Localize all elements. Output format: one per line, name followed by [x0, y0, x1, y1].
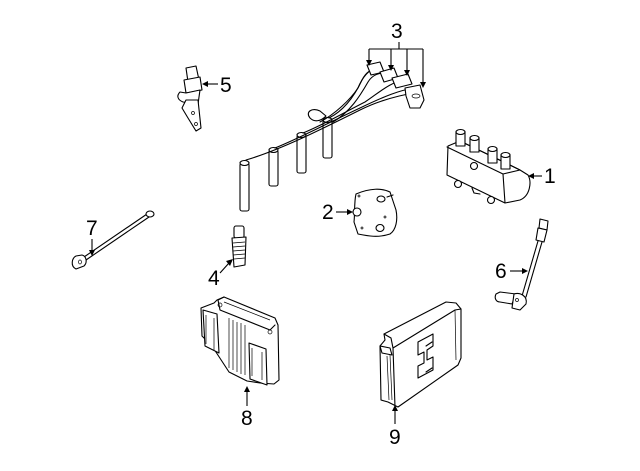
callout-number: 6 [495, 260, 507, 283]
callout-3[interactable]: 3 [366, 20, 426, 88]
callout-1[interactable]: 1 [528, 165, 556, 188]
part-spark-plug-wires[interactable] [239, 61, 425, 212]
wire-boot [268, 146, 279, 187]
callout-7[interactable]: 7 [86, 217, 98, 256]
coil-tower [500, 151, 511, 170]
callout-number: 1 [544, 165, 556, 188]
part-spark-plug[interactable] [231, 225, 247, 268]
coil-tower [469, 134, 480, 153]
callout-number: 9 [389, 426, 401, 449]
coil-tower [487, 145, 498, 164]
part-crank-sensor[interactable] [494, 218, 549, 311]
callout-9[interactable]: 9 [389, 405, 401, 449]
callout-4[interactable]: 4 [208, 259, 233, 290]
wire-boot [296, 131, 307, 174]
callout-2[interactable]: 2 [322, 201, 353, 224]
callout-number: 3 [391, 20, 403, 43]
part-knock-sensor[interactable] [71, 210, 155, 270]
part-plate[interactable] [352, 188, 398, 237]
wire-boot [239, 159, 250, 212]
callout-number: 7 [86, 217, 98, 240]
callout-number: 5 [220, 74, 232, 97]
part-control-module-housing[interactable] [379, 301, 462, 408]
part-engine-control-module[interactable] [200, 296, 280, 386]
part-ignition-coil[interactable] [446, 128, 531, 205]
callout-5[interactable]: 5 [202, 74, 232, 97]
part-camshaft-sensor[interactable] [177, 65, 203, 132]
callout-8[interactable]: 8 [241, 386, 253, 430]
callout-number: 2 [322, 201, 334, 224]
callout-number: 4 [208, 267, 220, 290]
callout-6[interactable]: 6 [495, 260, 528, 283]
coil-tower [455, 128, 466, 147]
callout-number: 8 [241, 407, 253, 430]
